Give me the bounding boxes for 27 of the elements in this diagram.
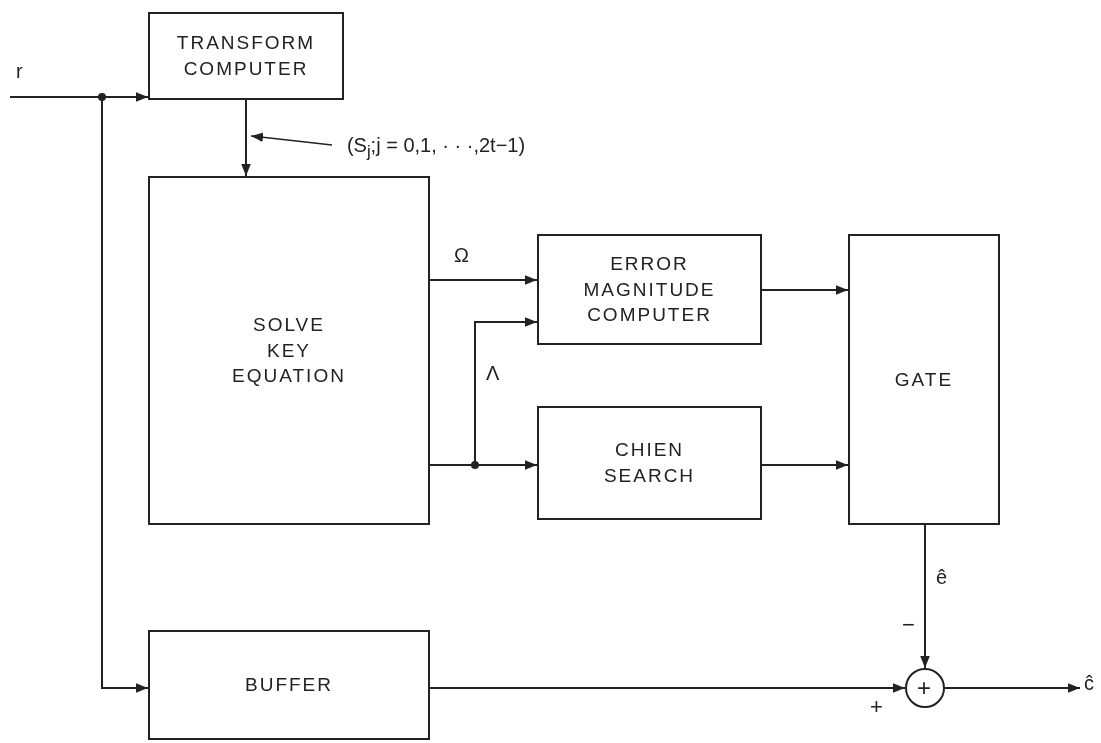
sign-label: + (869, 694, 884, 720)
sign-label: − (901, 612, 916, 638)
plus-sign: + (917, 672, 933, 703)
block-label: BUFFER (245, 673, 333, 698)
block-label: GATE (894, 367, 954, 392)
leader-line (250, 132, 333, 146)
block-label: TRANSFORM COMPUTER (175, 31, 317, 81)
arrow (920, 524, 930, 669)
arrow (241, 99, 251, 177)
process-box (148, 176, 430, 525)
process-box (537, 234, 762, 345)
arrow (761, 460, 849, 470)
arrow (9, 92, 149, 102)
block-label: ERROR MAGNITUDE COMPUTER (582, 252, 717, 328)
arrow (429, 683, 906, 693)
process-box (848, 234, 1000, 525)
syndrome-label: (S$_{j}$;j = 0,1, · · ·,2t−1) (346, 133, 526, 164)
summing-junction (905, 668, 945, 708)
arrow (761, 285, 849, 295)
block-label: SOLVE KEY EQUATION (231, 313, 347, 389)
process-box (537, 406, 762, 520)
process-box (148, 630, 430, 740)
process-box (148, 12, 344, 100)
block-label: CHIEN SEARCH (602, 438, 697, 488)
arrow (429, 275, 538, 285)
arrow (429, 460, 538, 470)
arrow (944, 683, 1081, 693)
